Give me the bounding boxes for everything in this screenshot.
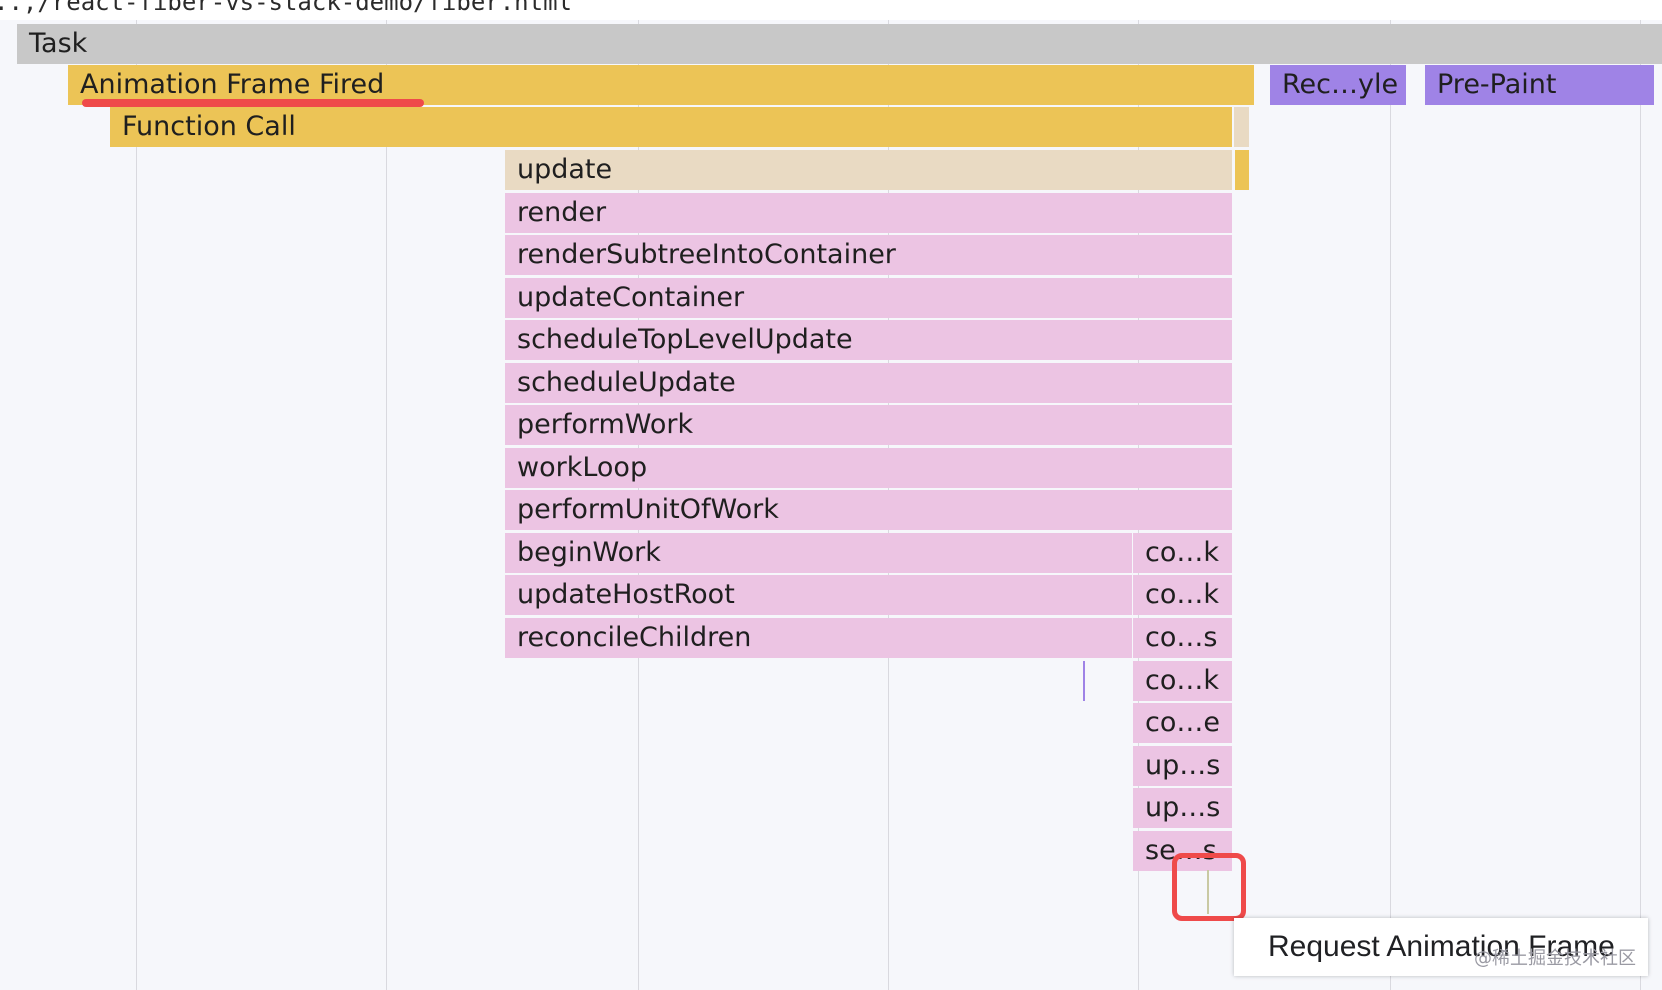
- highlight-box: [1172, 853, 1246, 921]
- flame-bar-animation-frame-fired[interactable]: Animation Frame Fired: [68, 65, 1254, 105]
- flame-bar-pre-paint[interactable]: Pre-Paint: [1425, 65, 1654, 105]
- flame-bar-update-container[interactable]: updateContainer: [505, 278, 1232, 318]
- flame-bar-commit-work[interactable]: co…k: [1133, 533, 1232, 573]
- hover-tooltip: Request Animation Frame: [1234, 918, 1648, 976]
- flame-bar-render[interactable]: render: [505, 193, 1232, 233]
- grid-line: [136, 0, 137, 990]
- flame-sliver[interactable]: [1235, 150, 1249, 190]
- flame-bar-schedule-update[interactable]: scheduleUpdate: [505, 363, 1232, 403]
- flame-bar-update-props[interactable]: up…s: [1133, 788, 1232, 828]
- highlight-underline: [82, 99, 424, 107]
- page-url-header: ..,/react-fiber-vs-stack-demo/fiber.html: [0, 0, 1662, 20]
- flame-bar-commit-lifecycles[interactable]: co…s: [1133, 618, 1232, 658]
- flame-bar-update-props[interactable]: up…s: [1133, 746, 1232, 786]
- flame-bar-work-loop[interactable]: workLoop: [505, 448, 1232, 488]
- flame-bar-schedule-top-level-update[interactable]: scheduleTopLevelUpdate: [505, 320, 1232, 360]
- request-animation-frame-event[interactable]: [1207, 870, 1209, 914]
- grid-line: [1390, 0, 1391, 990]
- grid-line: [1640, 0, 1641, 990]
- flame-sliver[interactable]: [1234, 107, 1249, 147]
- flame-bar-commit-work[interactable]: co…k: [1133, 575, 1232, 615]
- watermark: @稀土掘金技术社区: [1474, 948, 1636, 969]
- flame-bar-update-host-root[interactable]: updateHostRoot: [505, 575, 1132, 615]
- flame-bar-render-subtree-into-container[interactable]: renderSubtreeIntoContainer: [505, 235, 1232, 275]
- flame-bar-recalc-style[interactable]: Rec…yle: [1270, 65, 1406, 105]
- flame-bar-perform-work[interactable]: performWork: [505, 405, 1232, 445]
- flame-bar-commit-work[interactable]: co…k: [1133, 661, 1232, 701]
- flame-bar-perform-unit-of-work[interactable]: performUnitOfWork: [505, 490, 1232, 530]
- purple-event-tick[interactable]: [1083, 661, 1085, 701]
- flame-bar-function-call[interactable]: Function Call: [110, 107, 1232, 147]
- page-url-text: ..,/react-fiber-vs-stack-demo/fiber.html: [0, 0, 572, 16]
- flame-bar-reconcile-children[interactable]: reconcileChildren: [505, 618, 1132, 658]
- flame-bar-task[interactable]: Task: [17, 24, 1662, 64]
- grid-line: [386, 0, 387, 990]
- flame-bar-begin-work[interactable]: beginWork: [505, 533, 1132, 573]
- flame-bar-update[interactable]: update: [505, 150, 1232, 190]
- flame-bar-commit-update[interactable]: co…e: [1133, 703, 1232, 743]
